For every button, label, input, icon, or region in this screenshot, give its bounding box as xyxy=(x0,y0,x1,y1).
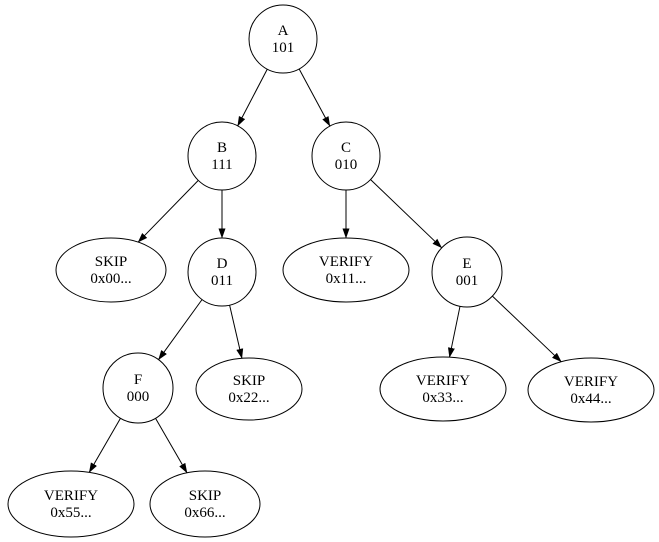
ellipse-shape xyxy=(527,357,655,423)
circle-shape xyxy=(102,352,174,424)
circle-shape xyxy=(431,236,503,308)
ellipse-shape xyxy=(149,470,261,538)
node-label-line2: 0x00... xyxy=(90,271,131,287)
node-label-line1: SKIP xyxy=(95,254,128,270)
node-skip-0x22: SKIP0x22... xyxy=(195,357,303,421)
edge-f-verify-0x55 xyxy=(88,418,121,473)
circle-shape xyxy=(248,4,318,74)
circle-shape xyxy=(187,121,257,191)
node-label-line2: 011 xyxy=(211,273,233,289)
node-label-line1: E xyxy=(462,256,471,272)
node-label-line2: 001 xyxy=(456,273,479,289)
node-label-line2: 000 xyxy=(127,389,150,405)
node-label-line1: F xyxy=(134,372,142,388)
node-label-line1: VERIFY xyxy=(319,254,373,270)
node-verify-0x11: VERIFY0x11... xyxy=(282,237,410,303)
edge-f-skip-0x66 xyxy=(155,418,188,474)
node-label-line1: B xyxy=(217,140,227,156)
circle-shape xyxy=(187,237,257,307)
circle-shape xyxy=(311,121,381,191)
node-label-line1: C xyxy=(341,140,351,156)
edge-c-e xyxy=(370,179,443,249)
node-label-line1: D xyxy=(217,256,228,272)
node-label-line1: VERIFY xyxy=(44,488,98,504)
ellipse-shape xyxy=(7,470,135,538)
node-label-line1: A xyxy=(278,23,289,39)
node-label-line2: 010 xyxy=(335,157,358,173)
node-label-line2: 111 xyxy=(211,157,232,173)
node-label-line2: 0x33... xyxy=(422,390,463,406)
node-label-line1: VERIFY xyxy=(564,374,618,390)
edge-e-verify-0x44 xyxy=(492,295,562,363)
node-label-line2: 0x66... xyxy=(184,505,225,521)
edge-d-skip-0x22 xyxy=(229,304,244,359)
node-label-line2: 0x44... xyxy=(570,391,611,407)
edge-b-skip-0x00 xyxy=(137,180,199,243)
node-skip-0x00: SKIP0x00... xyxy=(55,237,167,303)
node-label-line1: VERIFY xyxy=(416,373,470,389)
node-label-line1: SKIP xyxy=(189,488,222,504)
node-label-line2: 0x11... xyxy=(326,271,367,287)
node-label-line1: SKIP xyxy=(233,373,266,389)
node-verify-0x55: VERIFY0x55... xyxy=(7,470,135,538)
node-skip-0x66: SKIP0x66... xyxy=(149,470,261,538)
node-verify-0x33: VERIFY0x33... xyxy=(379,356,507,422)
ellipse-shape xyxy=(195,357,303,421)
edge-e-verify-0x33 xyxy=(447,306,461,358)
edge-a-b xyxy=(237,68,268,127)
node-label-line2: 0x22... xyxy=(228,390,269,406)
node-label-line2: 0x55... xyxy=(50,505,91,521)
ellipse-shape xyxy=(55,237,167,303)
ellipse-shape xyxy=(379,356,507,422)
node-label-line2: 101 xyxy=(272,40,295,56)
node-verify-0x44: VERIFY0x44... xyxy=(527,357,655,423)
edge-d-f xyxy=(158,299,203,361)
edge-a-c xyxy=(298,68,331,127)
ellipse-shape xyxy=(282,237,410,303)
